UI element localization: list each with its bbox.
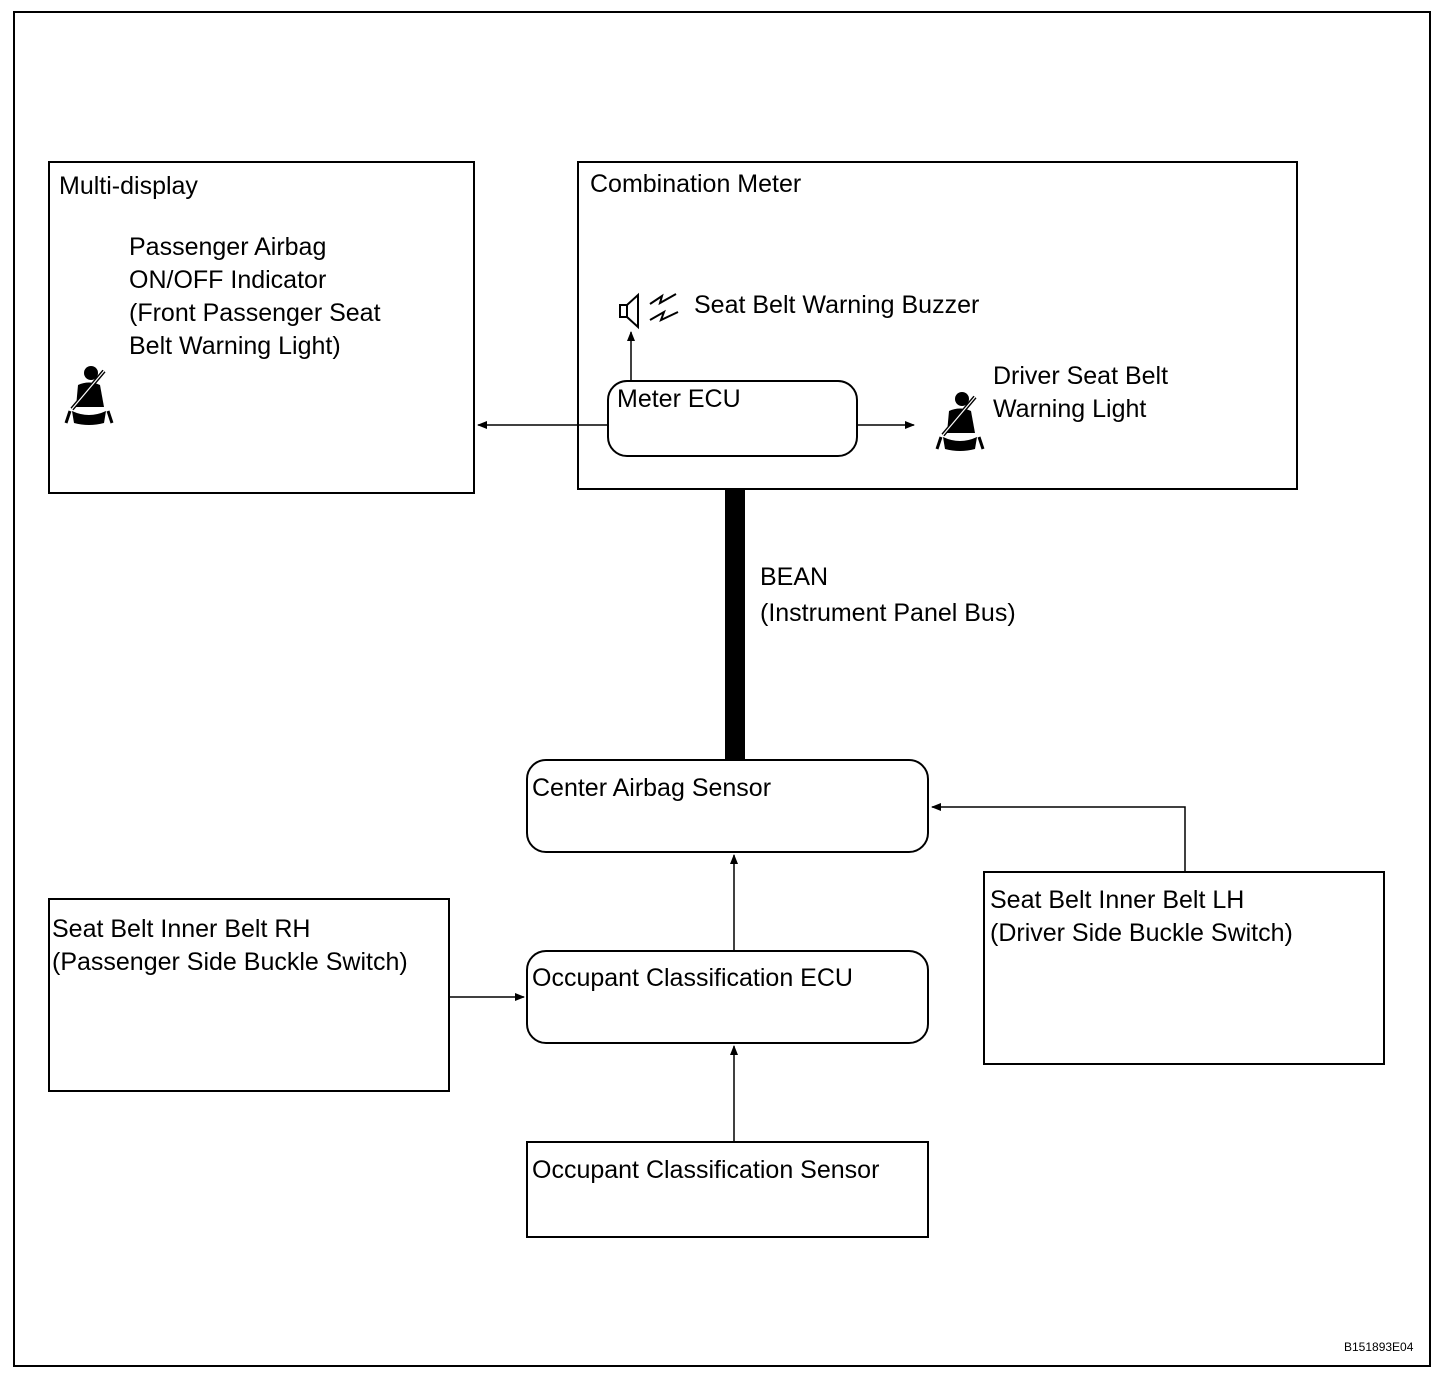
center-airbag-sensor-box xyxy=(526,759,929,853)
passenger-indicator-line-2: ON/OFF Indicator xyxy=(129,266,327,294)
combination-meter-box xyxy=(577,161,1298,490)
seat-belt-rh-line-2: (Passenger Side Buckle Switch) xyxy=(52,948,408,976)
bean-bus-line xyxy=(725,490,745,760)
seat-belt-lh-line-2: (Driver Side Buckle Switch) xyxy=(990,919,1293,947)
combination-meter-title: Combination Meter xyxy=(590,170,802,198)
driver-light-line-1: Driver Seat Belt xyxy=(993,362,1169,390)
occupant-classification-ecu-label: Occupant Classification ECU xyxy=(532,964,853,992)
buzzer-label: Seat Belt Warning Buzzer xyxy=(694,291,980,319)
seat-belt-lh-box xyxy=(983,871,1385,1065)
passenger-indicator-line-3: (Front Passenger Seat xyxy=(129,299,381,327)
multi-display-box xyxy=(48,161,475,494)
diagram-frame xyxy=(13,11,1431,1367)
seatbelt-warning-icon xyxy=(64,366,114,425)
seat-belt-rh-box xyxy=(48,898,450,1092)
passenger-indicator-line-1: Passenger Airbag xyxy=(129,233,327,261)
multi-display-title: Multi-display xyxy=(59,172,198,200)
passenger-indicator-line-4: Belt Warning Light) xyxy=(129,332,341,360)
driver-light-line-2: Warning Light xyxy=(993,395,1147,423)
center-airbag-sensor-label: Center Airbag Sensor xyxy=(532,774,772,802)
occupant-classification-sensor-label: Occupant Classification Sensor xyxy=(532,1156,880,1184)
bus-label-line-2: (Instrument Panel Bus) xyxy=(760,599,1016,627)
seat-belt-rh-line-1: Seat Belt Inner Belt RH xyxy=(52,915,311,943)
occupant-classification-ecu-box xyxy=(526,950,929,1044)
buzzer-icon xyxy=(619,292,679,330)
arrow-lh-to-center-airbag xyxy=(931,803,1186,872)
meter-ecu-label: Meter ECU xyxy=(617,385,741,413)
meter-ecu-box xyxy=(607,380,858,457)
bus-label-line-1: BEAN xyxy=(760,563,829,591)
figure-code: B151893E04 xyxy=(1344,1340,1414,1354)
seatbelt-warning-icon xyxy=(935,392,985,451)
occupant-classification-sensor-box xyxy=(526,1141,929,1238)
seat-belt-lh-line-1: Seat Belt Inner Belt LH xyxy=(990,886,1245,914)
